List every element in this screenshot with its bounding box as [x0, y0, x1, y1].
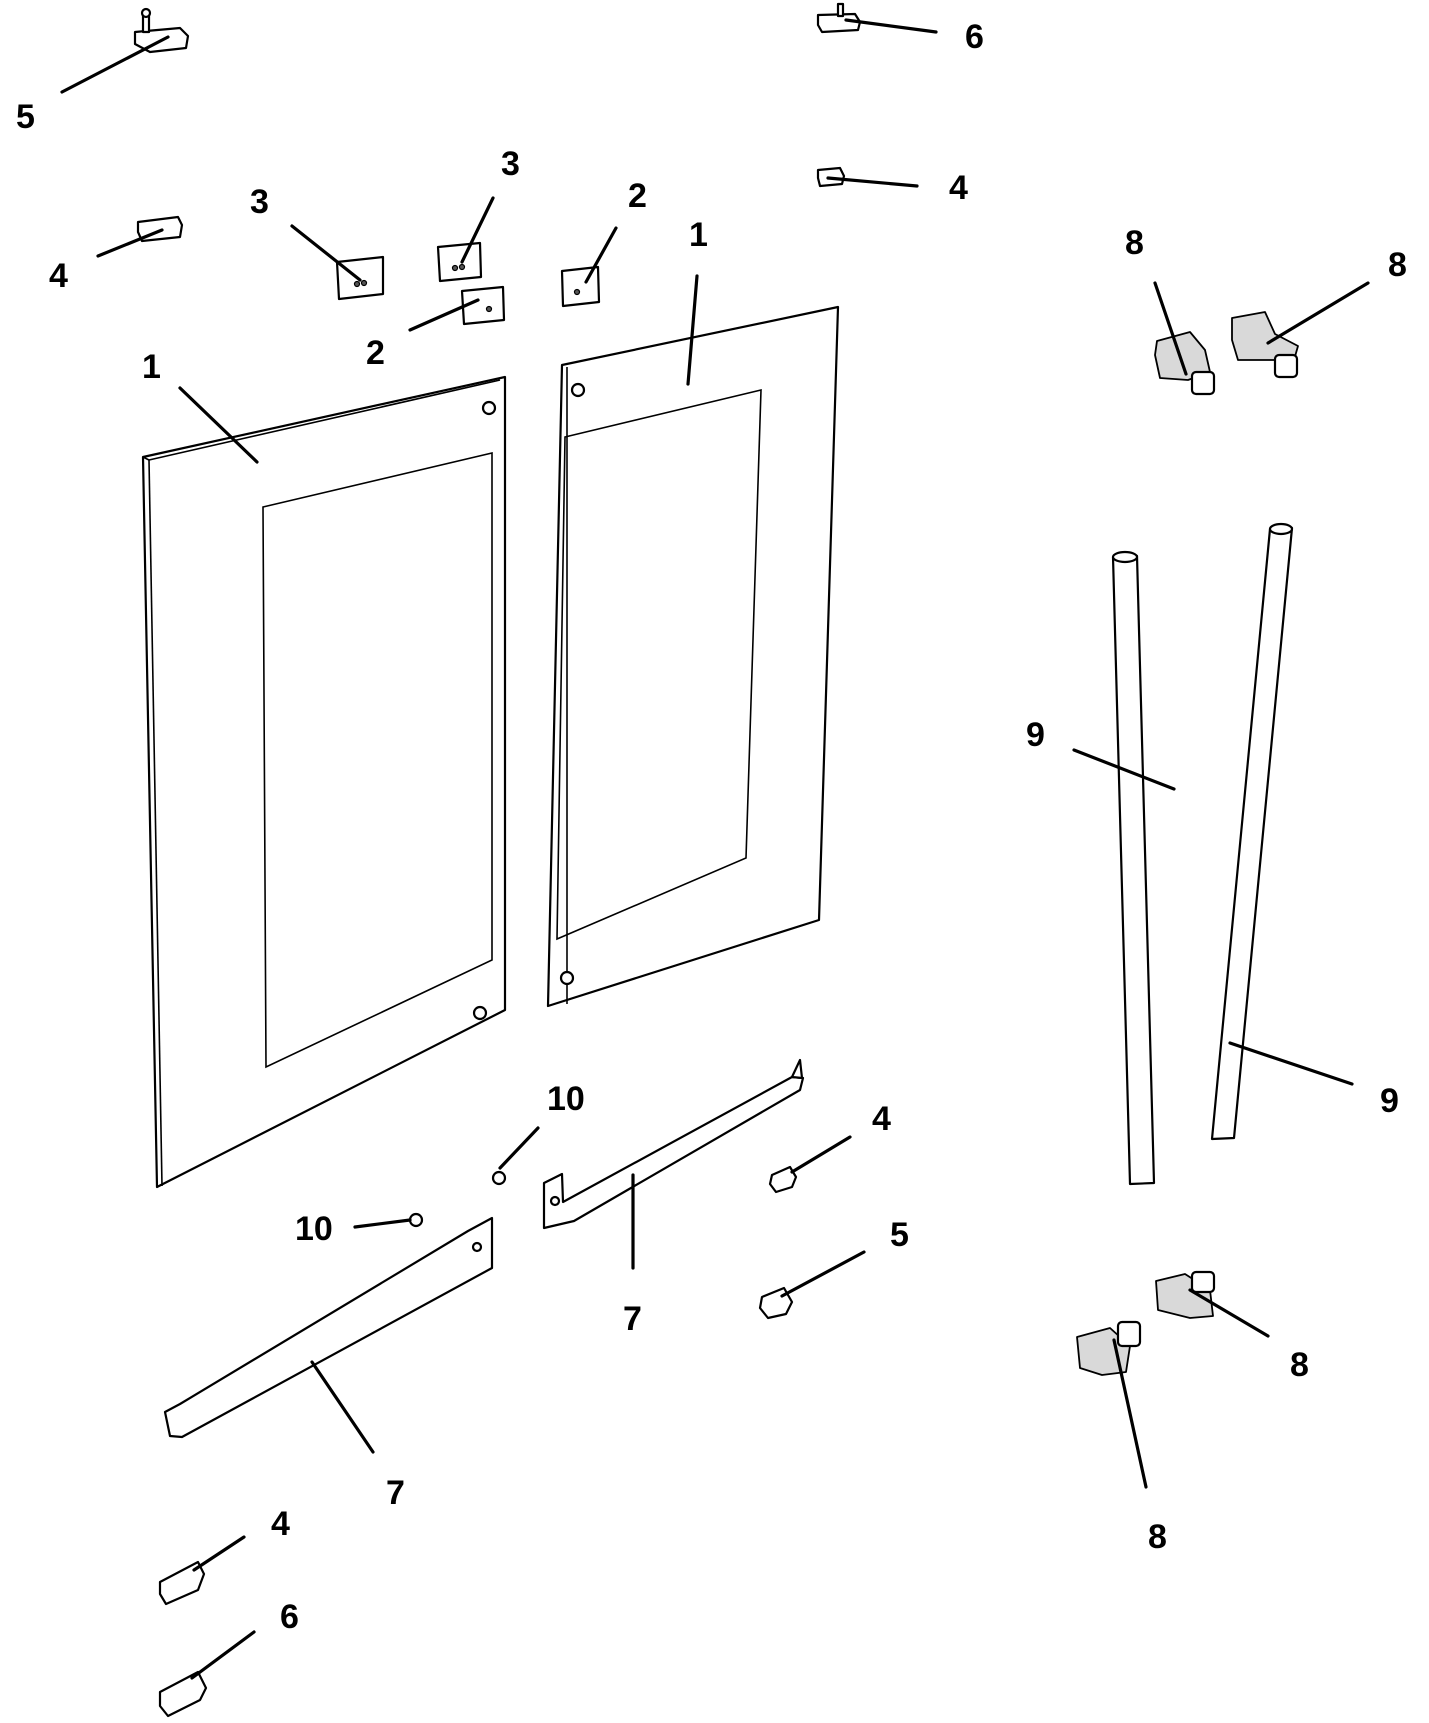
plate-2-left: [460, 285, 506, 326]
callout-4: 4: [872, 1100, 891, 1138]
callout-9: 9: [1026, 716, 1045, 754]
plate-3-right: [436, 241, 483, 283]
callout-5: 5: [890, 1216, 909, 1254]
callout-3: 3: [501, 145, 520, 183]
callout-8: 8: [1125, 224, 1144, 262]
handle-mount-bottom-right: [1155, 1270, 1216, 1319]
hinge-bottom-6: [158, 1670, 208, 1718]
support-strip-lower: [163, 1216, 494, 1439]
callout-5: 5: [16, 98, 35, 136]
handle-mount-top-left: [1154, 331, 1216, 396]
glass-panel-left: [141, 375, 507, 1189]
washer-10-b: [491, 1170, 507, 1186]
hinge-top-left: [133, 7, 190, 54]
callout-6: 6: [965, 18, 984, 56]
callout-3: 3: [250, 183, 269, 221]
callout-4: 4: [49, 257, 68, 295]
callout-1: 1: [142, 348, 161, 386]
callout-labels: 5 6 3 3 2 1 4 4 8 8 2 1 9 9 10 4 10 5 7 …: [16, 18, 1407, 1636]
clip-middle-4: [768, 1165, 798, 1194]
leader-lines: [60, 18, 1370, 1680]
plate-2-right: [560, 265, 601, 308]
callout-2: 2: [366, 334, 385, 372]
callout-6: 6: [280, 1598, 299, 1636]
callout-9: 9: [1380, 1082, 1399, 1120]
handle-mount-top-right: [1231, 311, 1299, 379]
callout-10: 10: [547, 1080, 585, 1118]
hinge-top-right: [816, 2, 862, 34]
callout-10: 10: [295, 1210, 333, 1248]
callout-8: 8: [1290, 1346, 1309, 1384]
support-strip-upper: [542, 1058, 805, 1230]
washer-10-a: [408, 1212, 424, 1228]
callout-7: 7: [623, 1300, 642, 1338]
callout-2: 2: [628, 177, 647, 215]
callout-7: 7: [386, 1474, 405, 1512]
callout-4: 4: [271, 1505, 290, 1543]
clip-bottom-4: [158, 1560, 206, 1606]
callout-8: 8: [1388, 246, 1407, 284]
callout-1: 1: [689, 216, 708, 254]
handle-rod-left: [1111, 550, 1156, 1186]
callout-8: 8: [1148, 1518, 1167, 1556]
callout-4: 4: [949, 169, 968, 207]
glass-panel-right: [546, 305, 840, 1008]
handle-rod-right: [1210, 522, 1294, 1141]
handle-mount-bottom-left: [1076, 1320, 1142, 1376]
